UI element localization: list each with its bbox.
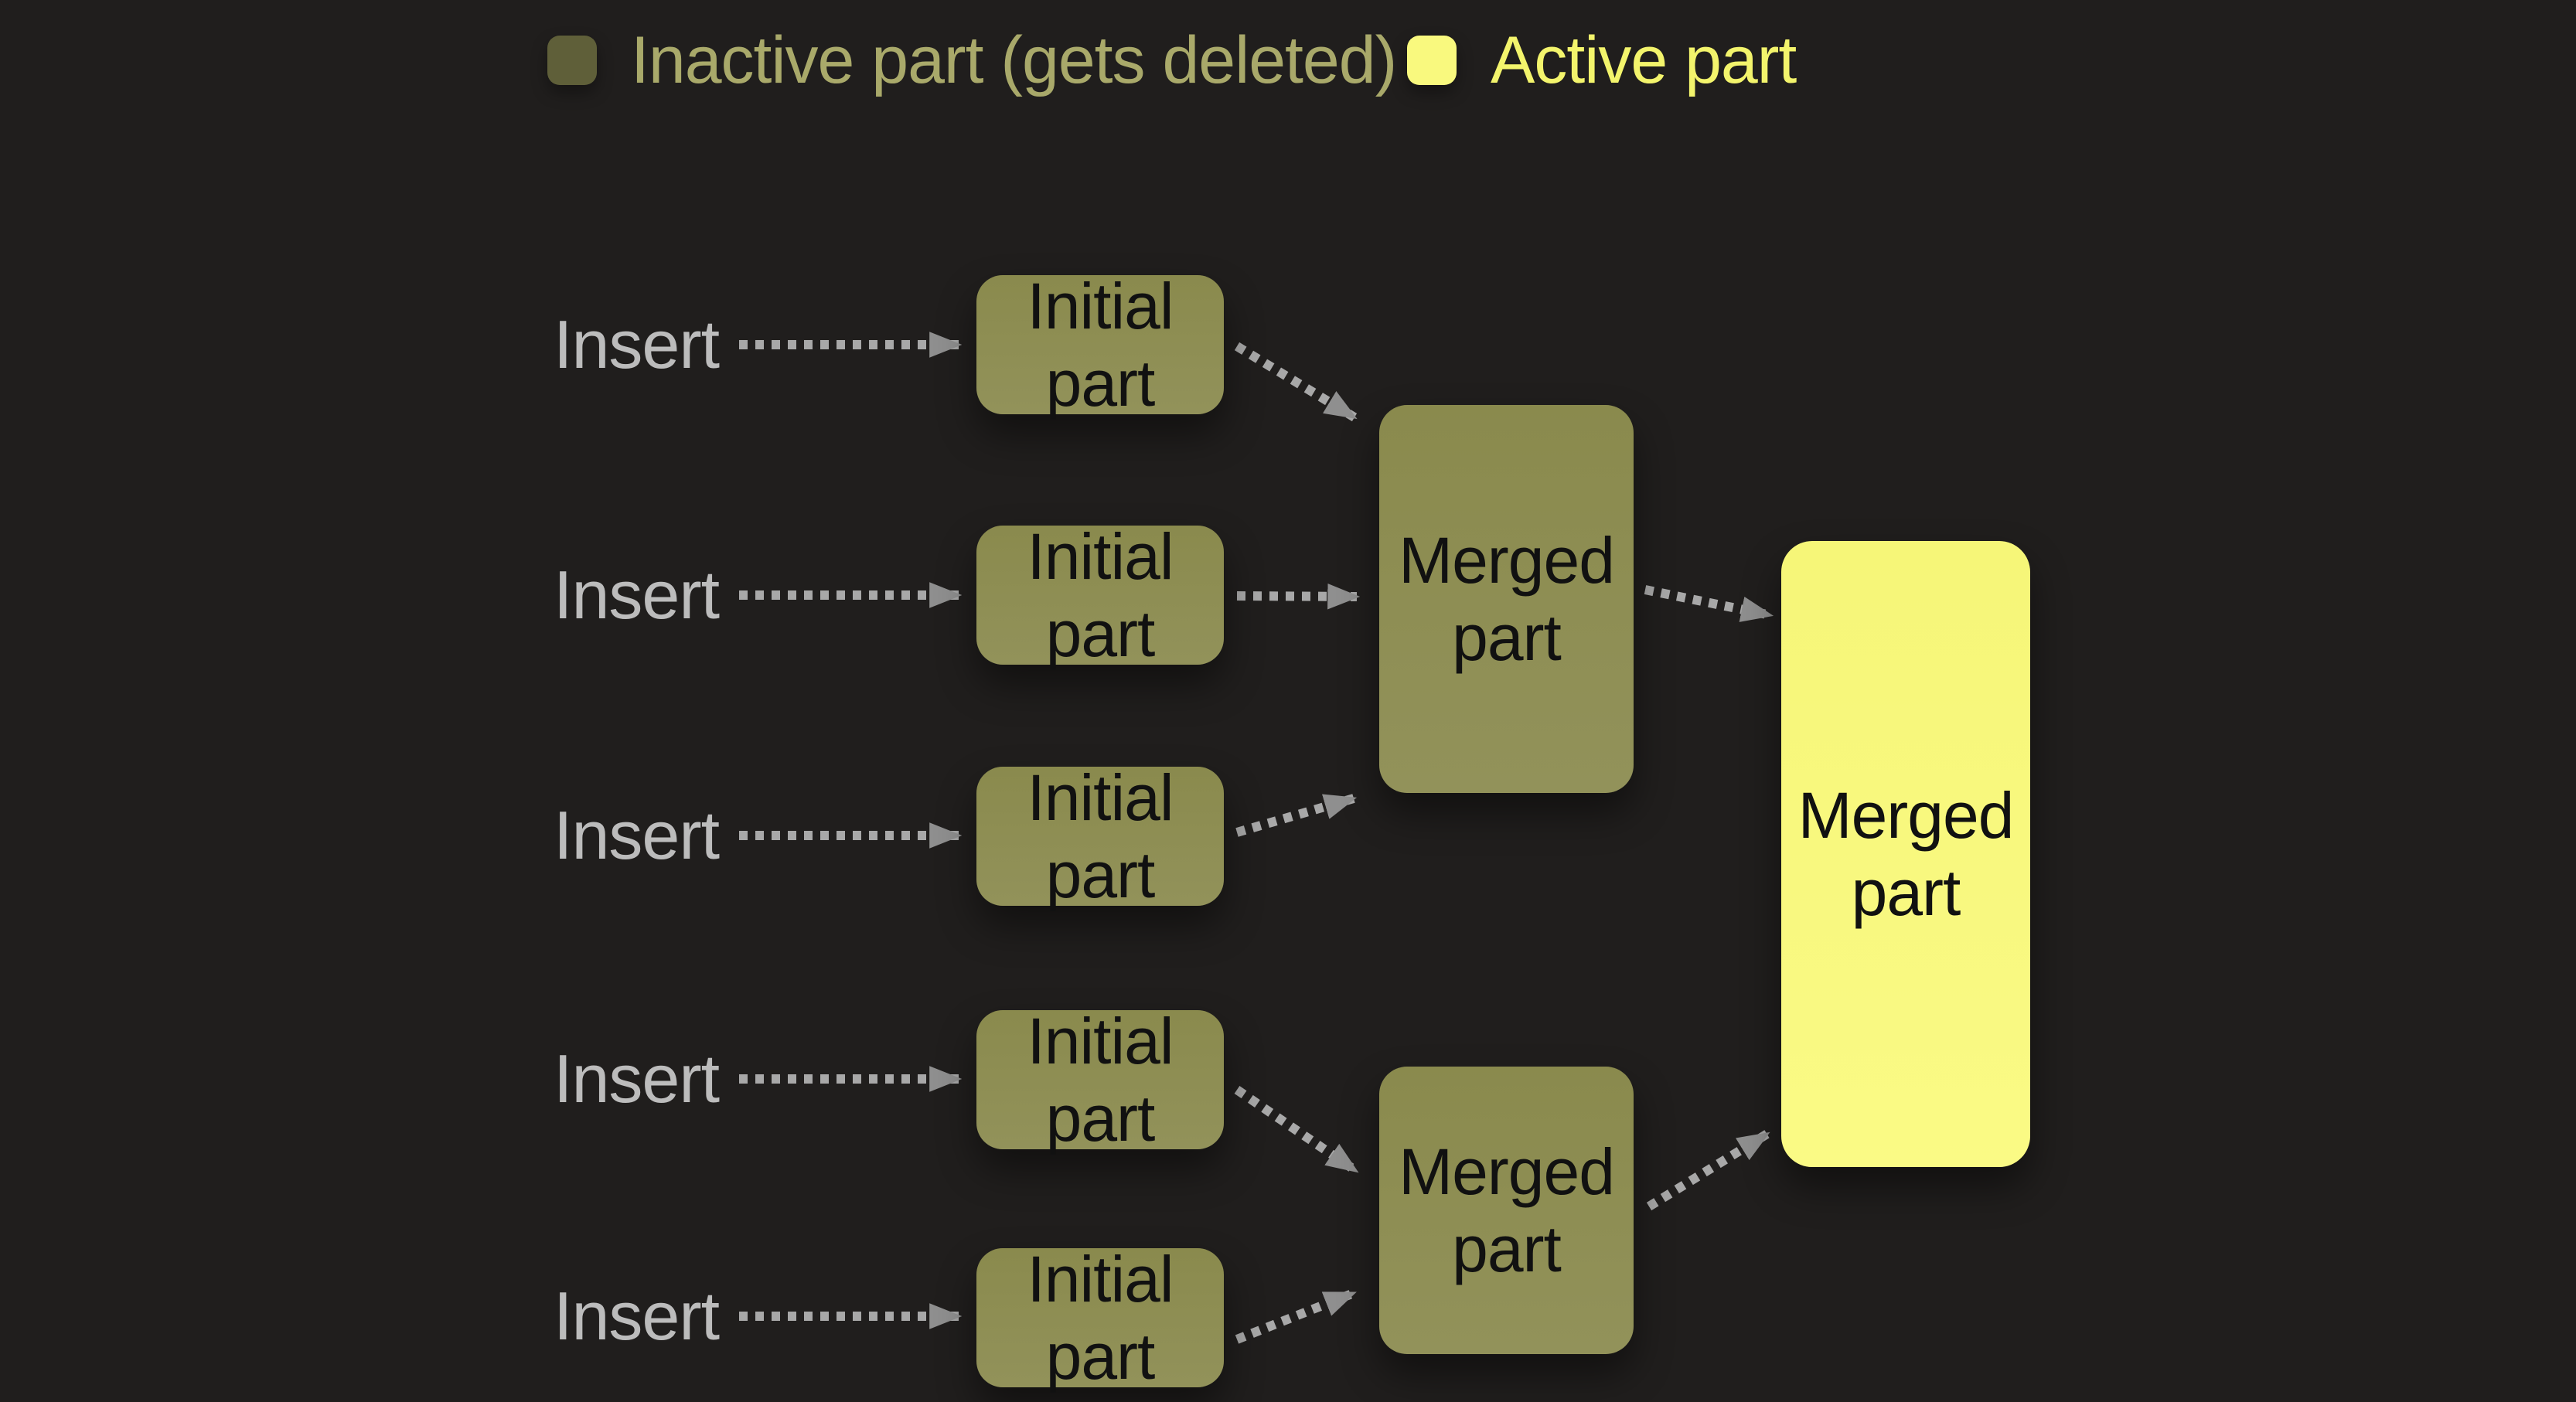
legend-item-inactive: Inactive part (gets deleted) bbox=[547, 23, 1397, 97]
insert-label-4: Insert bbox=[554, 1040, 720, 1117]
initial-part-node-4: Initial part bbox=[976, 1005, 1224, 1155]
legend-label-active: Active part bbox=[1491, 23, 1797, 97]
initial-part-node-2: Initial part bbox=[976, 520, 1224, 670]
insert-label-5: Insert bbox=[554, 1278, 720, 1354]
insert-label-2: Insert bbox=[554, 556, 720, 633]
merged-part-node-1: Merged part bbox=[1379, 405, 1634, 793]
initial-part-node-5: Initial part bbox=[976, 1243, 1224, 1393]
merge-arrow-merged2-to-final bbox=[1646, 1129, 1770, 1211]
merge-arrow-initial4-to-merged2 bbox=[1234, 1086, 1359, 1175]
initial-part-node-3: Initial part bbox=[976, 761, 1224, 911]
initial-part-label: Initial part bbox=[1027, 1005, 1174, 1155]
merge-arrow-initial2-to-merged1 bbox=[1236, 583, 1361, 610]
merge-arrow-initial5-to-merged2 bbox=[1235, 1288, 1357, 1344]
initial-part-label: Initial part bbox=[1027, 1243, 1174, 1393]
initial-part-label: Initial part bbox=[1027, 761, 1174, 911]
legend-item-active: Active part bbox=[1407, 23, 1797, 97]
initial-part-label: Initial part bbox=[1027, 270, 1174, 420]
merged-part-label: Merged part bbox=[1399, 524, 1615, 674]
merge-arrow-merged1-to-final bbox=[1644, 585, 1774, 622]
inactive-part-swatch bbox=[547, 36, 597, 85]
merge-arrow-initial3-to-merged1 bbox=[1235, 794, 1358, 837]
merge-arrow-initial1-to-merged1 bbox=[1234, 342, 1358, 422]
insert-label-1: Insert bbox=[554, 306, 720, 383]
final-merged-part-node: Merged part bbox=[1781, 541, 2030, 1167]
insert-label-3: Insert bbox=[554, 797, 720, 873]
merged-part-label: Merged part bbox=[1399, 1135, 1615, 1285]
final-merged-part-label: Merged part bbox=[1797, 779, 2015, 929]
legend-label-inactive: Inactive part (gets deleted) bbox=[631, 23, 1397, 97]
initial-part-label: Initial part bbox=[1027, 520, 1174, 670]
initial-part-node-1: Initial part bbox=[976, 270, 1224, 420]
active-part-swatch bbox=[1407, 36, 1457, 85]
merged-part-node-2: Merged part bbox=[1379, 1067, 1634, 1354]
